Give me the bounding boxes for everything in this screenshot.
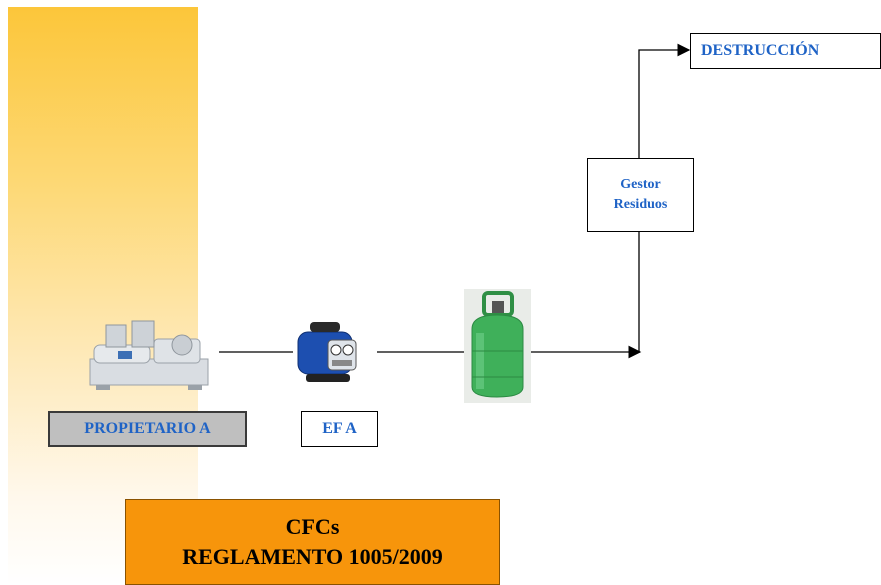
cfcs-regulation: REGLAMENTO 1005/2009 [182, 544, 443, 569]
industrial-chiller-icon [89, 320, 209, 390]
propietario-label: PROPIETARIO A [84, 420, 211, 437]
efa-box: EF A [301, 411, 378, 447]
green-gas-cylinder-icon [464, 289, 531, 403]
gestor-residuos-box: Gestor Residuos [587, 158, 694, 232]
refrigerant-recovery-unit-icon [297, 322, 357, 382]
destruccion-label: DESTRUCCIÓN [701, 42, 820, 59]
gestor-label-line1: Gestor [620, 177, 661, 192]
propietario-box: PROPIETARIO A [48, 411, 247, 447]
gestor-label-line2: Residuos [613, 197, 668, 212]
cfcs-title: CFCs [285, 514, 340, 539]
cfcs-regulation-box: CFCs REGLAMENTO 1005/2009 [125, 499, 500, 585]
connector-gestor-destruccion [638, 43, 691, 158]
efa-label: EF A [322, 420, 357, 437]
yellow-gradient-band [8, 7, 198, 585]
destruccion-box: DESTRUCCIÓN [690, 33, 881, 69]
